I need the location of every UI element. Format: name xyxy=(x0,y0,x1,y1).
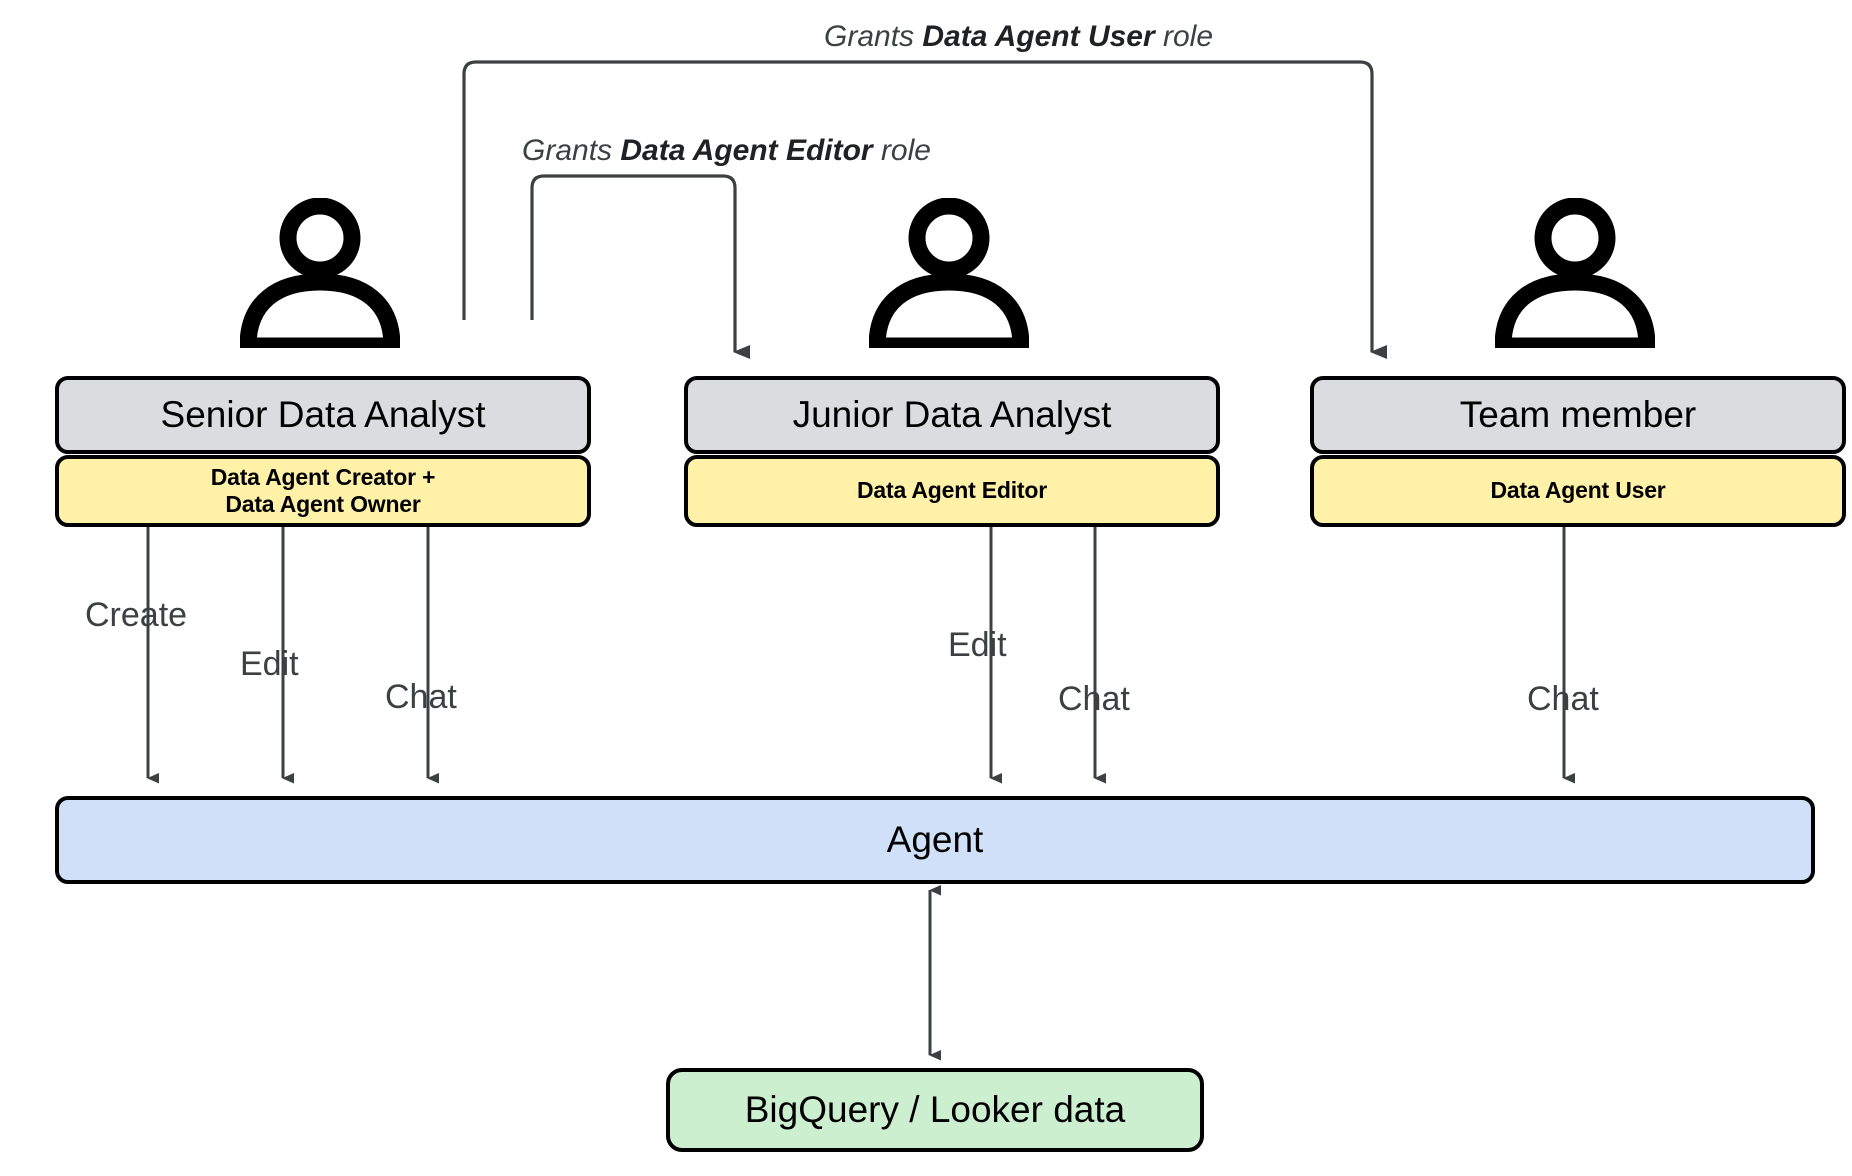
grant-suffix: role xyxy=(1154,20,1214,53)
agent-node[interactable]: Agent xyxy=(55,796,1815,884)
grant-prefix: Grants xyxy=(522,134,621,167)
action-label-senior-chat: Chat xyxy=(385,678,457,716)
role-header-junior-data-analyst[interactable]: Junior Data Analyst xyxy=(684,376,1220,454)
permission-text: Data Agent User xyxy=(1490,477,1666,504)
person-icon-junior-data-analyst xyxy=(869,198,1029,348)
person-icon-senior-data-analyst xyxy=(240,198,400,348)
action-label-senior-create: Create xyxy=(85,596,188,634)
permission-text: Data Agent Editor xyxy=(857,477,1047,504)
role-title: Junior Data Analyst xyxy=(792,394,1112,436)
grant-role: Data Agent Editor xyxy=(620,134,873,167)
grant-prefix: Grants xyxy=(824,20,923,53)
action-label-senior-edit: Edit xyxy=(240,645,299,683)
permission-line-1: Data Agent Creator + xyxy=(210,463,436,490)
permission-badge-junior-data-analyst[interactable]: Data Agent Editor xyxy=(684,455,1220,527)
datasource-label: BigQuery / Looker data xyxy=(744,1089,1126,1131)
agent-label: Agent xyxy=(886,819,984,861)
role-title: Senior Data Analyst xyxy=(160,394,486,436)
role-header-senior-data-analyst[interactable]: Senior Data Analyst xyxy=(55,376,591,454)
grant-label-data-agent-user: Grants Data Agent User role xyxy=(824,22,1213,52)
permission-text: Data Agent Creator + Data Agent Owner xyxy=(211,464,436,518)
person-icon-team-member xyxy=(1495,198,1655,348)
action-label-team-chat: Chat xyxy=(1527,680,1599,718)
grant-suffix: role xyxy=(872,134,931,167)
role-header-team-member[interactable]: Team member xyxy=(1310,376,1846,454)
datasource-node[interactable]: BigQuery / Looker data xyxy=(666,1068,1204,1152)
connector-grants-data-agent-editor xyxy=(530,174,750,359)
action-label-junior-chat: Chat xyxy=(1058,680,1130,718)
permission-badge-senior-data-analyst[interactable]: Data Agent Creator + Data Agent Owner xyxy=(55,455,591,527)
action-label-junior-edit: Edit xyxy=(948,626,1007,664)
permission-line-2: Data Agent Owner xyxy=(225,491,421,517)
grant-label-data-agent-editor: Grants Data Agent Editor role xyxy=(522,136,931,166)
role-title: Team member xyxy=(1459,394,1697,436)
permission-badge-team-member[interactable]: Data Agent User xyxy=(1310,455,1846,527)
grant-role: Data Agent User xyxy=(922,20,1155,53)
